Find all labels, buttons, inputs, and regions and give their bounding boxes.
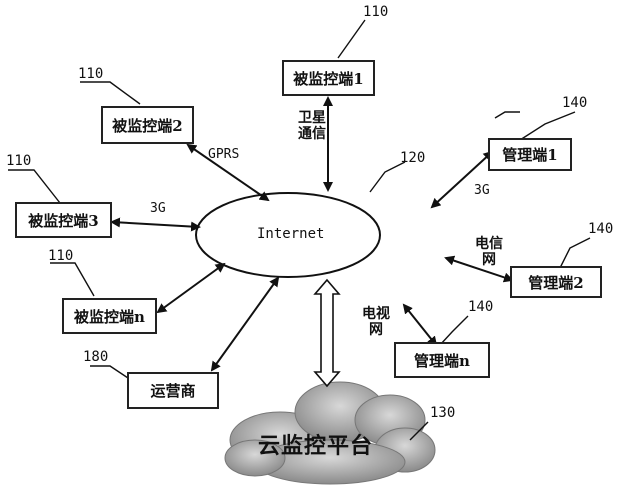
link-monitored-n — [156, 262, 226, 314]
manager-node-2: 管理端2 — [510, 266, 602, 298]
cloud-platform-shape — [224, 381, 436, 485]
reference-leaders — [8, 19, 591, 441]
tv-link-label: 电视网 — [362, 306, 390, 338]
hub-ref: 120 — [400, 150, 426, 166]
3g-right-link-label: 3G — [474, 183, 490, 198]
monitored-2-ref: 110 — [78, 66, 104, 82]
link-manager-2 — [444, 255, 514, 283]
3g-left-link-label: 3G — [150, 201, 166, 216]
operator-ref: 180 — [83, 349, 109, 365]
operator-node: 运营商 — [127, 372, 219, 409]
monitored-node-1: 被监控端1 — [282, 60, 375, 96]
connection-arrows — [110, 96, 514, 372]
monitored-node-n: 被监控端n — [62, 298, 157, 334]
manager-n-ref: 140 — [468, 299, 494, 315]
monitored-node-2: 被监控端2 — [101, 106, 194, 144]
link-manager-1 — [430, 150, 494, 209]
manager-node-1: 管理端1 — [488, 138, 572, 171]
manager-node-n: 管理端n — [394, 342, 490, 378]
link-manager-n — [402, 303, 438, 347]
link-operator — [210, 276, 280, 372]
manager-1-ref: 140 — [562, 95, 588, 111]
monitored-3-ref: 110 — [6, 153, 32, 169]
cloud-ref: 130 — [430, 405, 456, 421]
satellite-link-label: 卫星通信 — [298, 110, 326, 142]
internet-hub — [195, 192, 381, 278]
monitored-node-3: 被监控端3 — [15, 202, 112, 238]
monitored-1-ref: 110 — [363, 4, 389, 20]
monitored-n-ref: 110 — [48, 248, 74, 264]
cloud-platform-label: 云监控平台 — [258, 433, 374, 459]
telecom-link-label: 电信网 — [475, 236, 503, 268]
link-monitored-2 — [186, 143, 270, 202]
manager-2-ref: 140 — [588, 221, 614, 237]
internet-label: Internet — [257, 226, 325, 242]
link-monitored-3 — [110, 217, 201, 232]
cloud-link-arrow — [313, 278, 341, 388]
gprs-link-label: GPRS — [208, 147, 240, 162]
